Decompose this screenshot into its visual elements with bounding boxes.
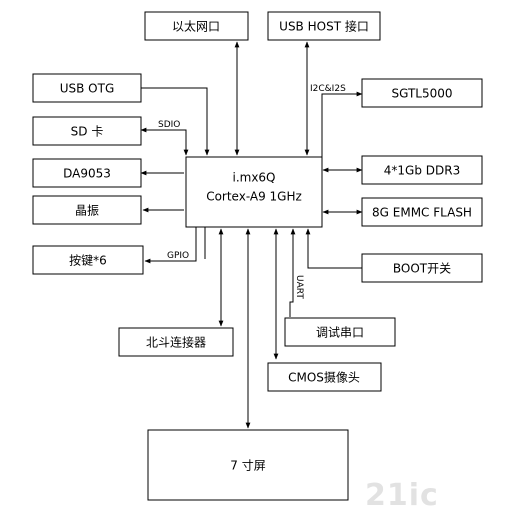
connections — [140, 41, 363, 429]
link-usb-otg — [141, 87, 210, 156]
ethernet-label: 以太网口 — [172, 19, 220, 34]
link-uart — [289, 228, 296, 317]
usb-host-label: USB HOST 接口 — [279, 19, 369, 34]
sdio-label: SDIO — [158, 120, 180, 130]
uart-label: UART — [294, 275, 304, 299]
usb-host-block: USB HOST 接口 — [267, 11, 381, 41]
cmos-block: CMOS摄像头 — [267, 362, 382, 392]
keys-label: 按键*6 — [69, 254, 107, 268]
beidou-label: 北斗连接器 — [146, 335, 206, 350]
cpu-name: i.mx6Q — [232, 171, 275, 185]
link-sgtl5000 — [321, 91, 363, 157]
sgtl5000-block: SGTL5000 — [361, 78, 483, 108]
screen-block: 7 寸屏 — [147, 429, 349, 501]
link-gpio — [144, 227, 197, 264]
i2c-i2s-label: I2C&I2S — [310, 84, 346, 94]
screen-label: 7 寸屏 — [230, 459, 265, 473]
ddr3-label: 4*1Gb DDR3 — [384, 164, 460, 178]
keys-block: 按键*6 — [32, 245, 144, 275]
cpu-block: i.mx6Q Cortex-A9 1GHz — [185, 156, 323, 228]
usb-otg-label: USB OTG — [60, 82, 115, 96]
link-boot — [305, 228, 362, 269]
emmc-block: 8G EMMC FLASH — [361, 197, 483, 227]
ddr3-block: 4*1Gb DDR3 — [361, 155, 483, 185]
gpio-label: GPIO — [167, 251, 189, 261]
boot-block: BOOT开关 — [361, 253, 483, 283]
sd-label: SD 卡 — [71, 125, 104, 139]
crystal-label: 晶振 — [75, 204, 99, 218]
sgtl5000-label: SGTL5000 — [391, 87, 452, 101]
cmos-label: CMOS摄像头 — [288, 370, 360, 385]
da9053-block: DA9053 — [32, 158, 142, 188]
boot-label: BOOT开关 — [393, 262, 451, 276]
ethernet-block: 以太网口 — [144, 11, 249, 41]
da9053-label: DA9053 — [63, 167, 111, 181]
crystal-block: 晶振 — [32, 195, 142, 225]
sd-block: SD 卡 — [32, 116, 142, 146]
emmc-label: 8G EMMC FLASH — [372, 206, 472, 220]
debug-uart-block: 调试串口 — [284, 317, 396, 347]
watermark-logo: 21ic — [365, 478, 439, 513]
link-sd — [140, 127, 189, 156]
cpu-core: Cortex-A9 1GHz — [206, 190, 302, 204]
beidou-block: 北斗连接器 — [118, 327, 234, 357]
debug-uart-label: 调试串口 — [316, 325, 364, 340]
usb-otg-block: USB OTG — [32, 73, 142, 103]
